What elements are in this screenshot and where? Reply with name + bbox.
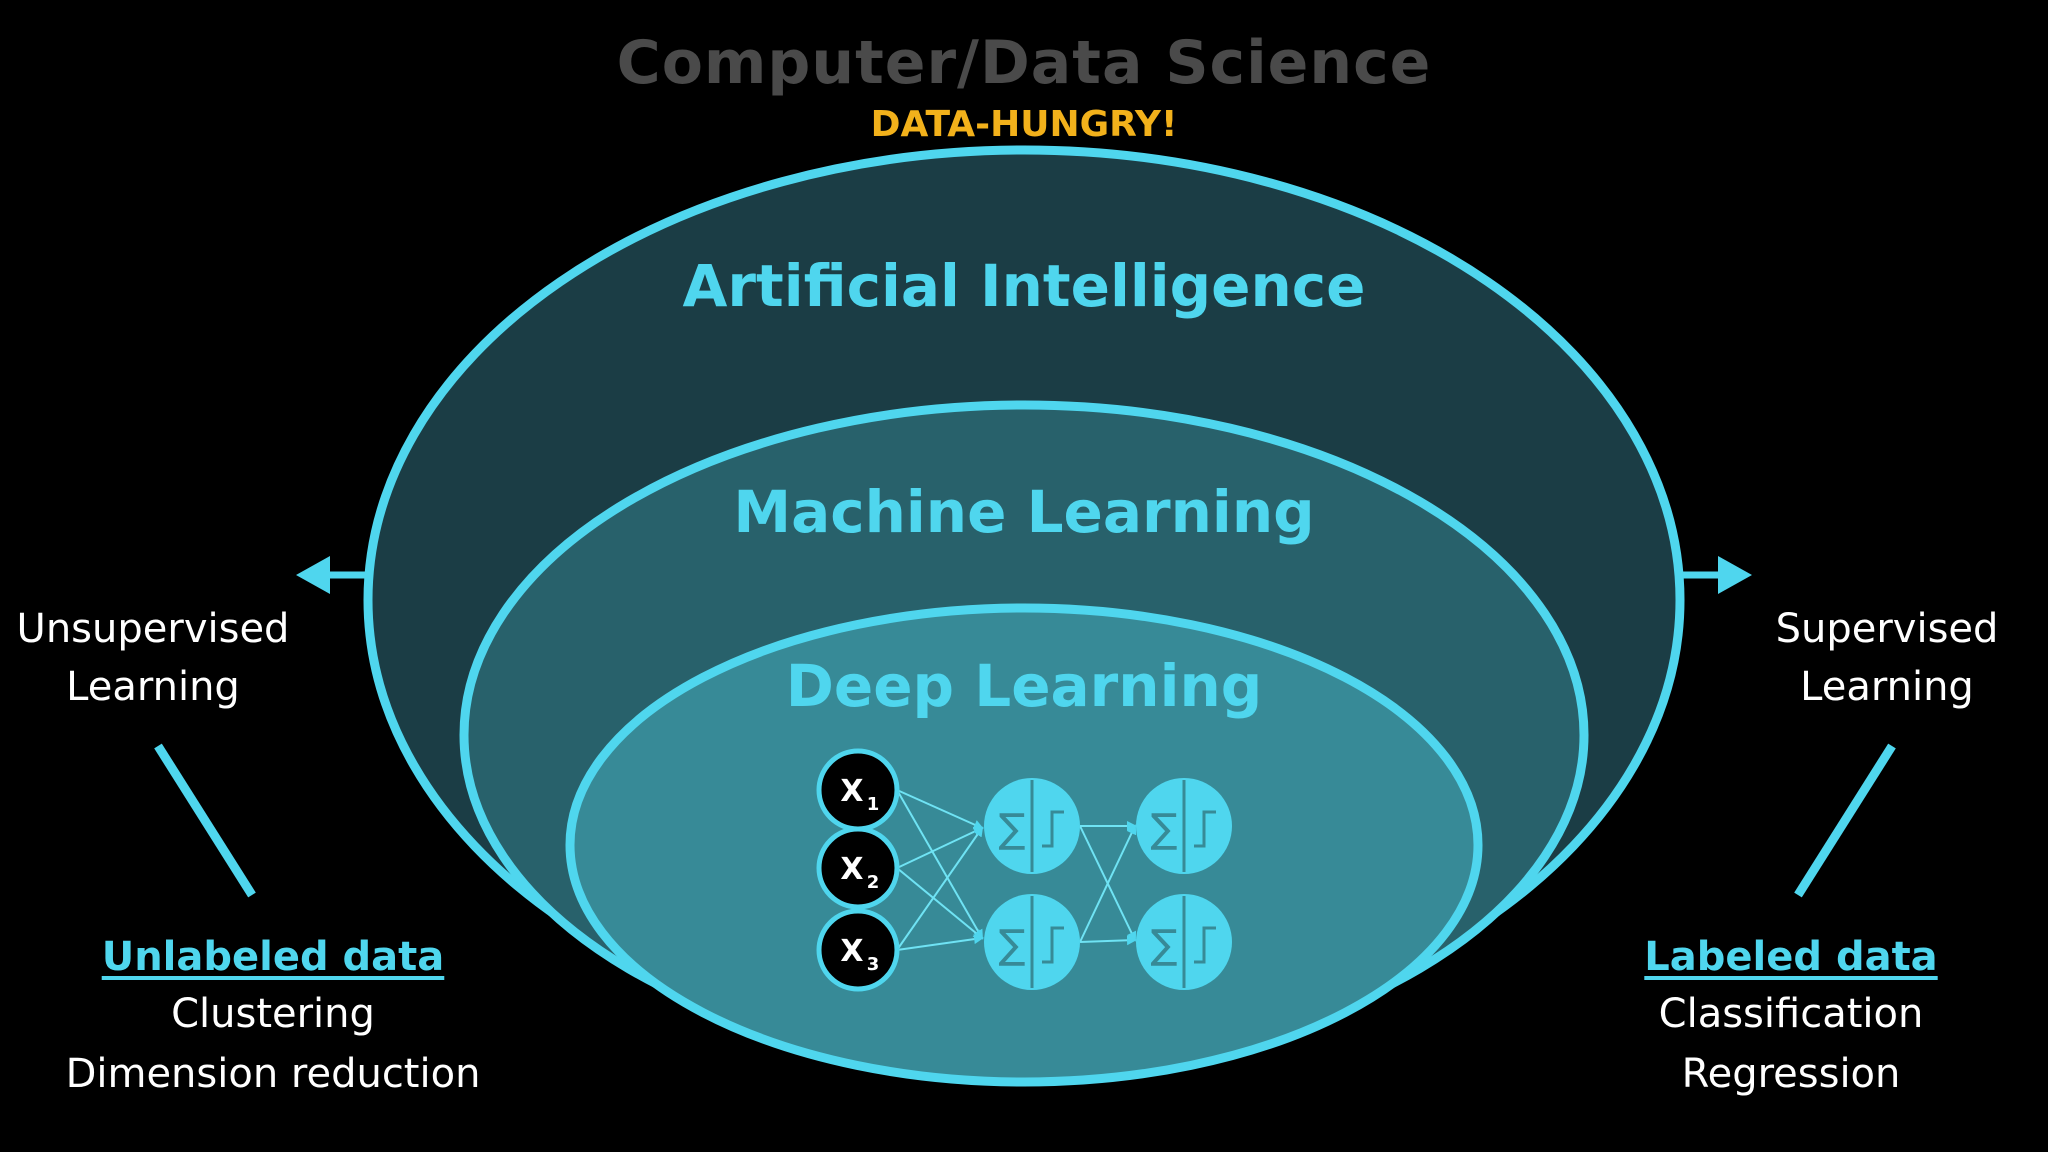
page-title: Computer/Data Science [616, 28, 1432, 98]
left-connector-line [154, 743, 256, 898]
input-node-2-label: X [840, 852, 863, 887]
output-neuron-2-sum: ∑ [1151, 922, 1178, 968]
left-arrow [296, 556, 372, 594]
output-neuron-1: ∑ [1136, 778, 1232, 874]
clustering-item: Clustering [171, 991, 375, 1037]
right-arrow [1676, 556, 1752, 594]
hidden-neuron-2-sum: ∑ [999, 922, 1026, 968]
input-node-3: X 3 [816, 908, 900, 992]
supervised-line2: Learning [1800, 664, 1974, 710]
step-function-icon [1042, 810, 1064, 848]
step-function-icon [1194, 810, 1216, 848]
hidden-neuron-1-sum: ∑ [999, 806, 1026, 852]
unlabeled-data-heading: Unlabeled data [101, 934, 445, 980]
input-node-3-label: X [840, 934, 863, 969]
output-neuron-2: ∑ [1136, 894, 1232, 990]
input-node-1-sub: 1 [867, 794, 880, 815]
right-connector-line [1794, 743, 1896, 898]
input-node-2: X 2 [816, 826, 900, 910]
dl-label: Deep Learning [786, 652, 1263, 720]
data-hungry-label: DATA-HUNGRY! [870, 104, 1178, 145]
hidden-neuron-2: ∑ [984, 894, 1080, 990]
input-node-1-label: X [840, 774, 863, 809]
classification-item: Classification [1658, 991, 1924, 1037]
labeled-data-block: Labeled data Classification Regression [1592, 930, 1990, 1104]
step-function-icon [1194, 926, 1216, 964]
labeled-data-heading: Labeled data [1644, 934, 1938, 980]
input-node-1: X 1 [816, 748, 900, 832]
unsupervised-line2: Learning [66, 664, 240, 710]
network-connections [896, 789, 1137, 951]
ml-label: Machine Learning [733, 478, 1314, 546]
output-neuron-1-sum: ∑ [1151, 806, 1178, 852]
unsupervised-line1: Unsupervised [16, 606, 290, 652]
supervised-learning-label: Supervised Learning [1742, 600, 2032, 716]
input-node-3-sub: 3 [867, 954, 880, 975]
hidden-neuron-1: ∑ [984, 778, 1080, 874]
unsupervised-learning-label: Unsupervised Learning [0, 600, 306, 716]
dimension-reduction-item: Dimension reduction [65, 1051, 481, 1097]
input-node-2-sub: 2 [867, 872, 880, 893]
regression-item: Regression [1681, 1051, 1901, 1097]
ai-label: Artificial Intelligence [682, 252, 1365, 320]
step-function-icon [1042, 926, 1064, 964]
unlabeled-data-block: Unlabeled data Clustering Dimension redu… [40, 930, 506, 1104]
supervised-line1: Supervised [1775, 606, 1999, 652]
